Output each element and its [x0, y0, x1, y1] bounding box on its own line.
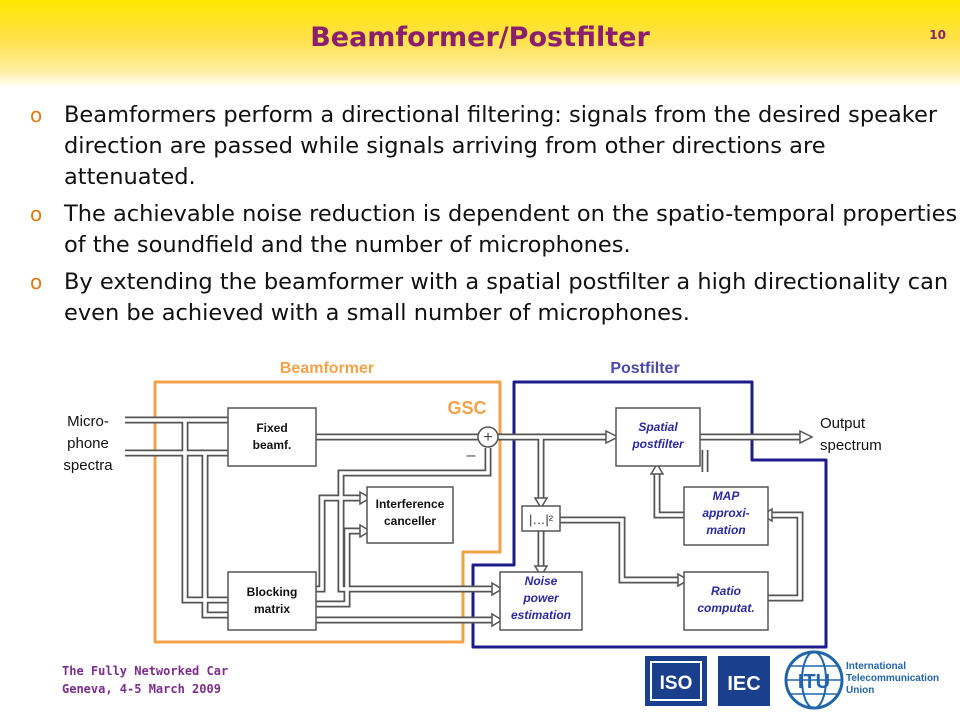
bullet-item: o The achievable noise reduction is depen…: [28, 199, 958, 261]
block-text: estimation: [511, 608, 571, 622]
postfilter-label: Postfilter: [610, 360, 679, 377]
footer-line: The Fully Networked Car: [62, 664, 229, 678]
gsc-label: GSC: [447, 398, 486, 418]
slide-title: Beamformer/Postfilter: [310, 22, 650, 53]
block-text: Noise: [525, 574, 558, 588]
bullet-marker: o: [30, 270, 43, 294]
block-text: computat.: [697, 601, 754, 615]
footer-line: Geneva, 4-5 March 2009: [62, 682, 221, 696]
bullet-marker: o: [30, 202, 43, 226]
block-text: Ratio: [711, 584, 741, 598]
bullet-item: o By extending the beamformer with a spat…: [28, 267, 958, 329]
output-label: spectrum: [820, 437, 882, 454]
summation-node: [477, 426, 499, 448]
sum-minus: –: [467, 447, 476, 464]
map-approximation-block: [683, 486, 769, 546]
postfilter-region: [471, 380, 828, 649]
block-text: Interference: [376, 497, 445, 511]
block-text: postfilter: [631, 437, 685, 451]
beamformer-region: [153, 380, 502, 644]
bullet-marker: o: [30, 103, 43, 127]
block-text: approxi-: [702, 506, 749, 520]
noise-power-estimation-block: [499, 571, 583, 631]
block-text: |…|²: [529, 512, 554, 527]
itu-logo-text: Telecommunication: [846, 673, 939, 684]
block-text: canceller: [384, 514, 436, 528]
bullet-text: By extending the beamformer with a spati…: [64, 269, 949, 326]
spatial-postfilter-block: [615, 407, 701, 467]
block-text: matrix: [254, 602, 290, 616]
block-text: Spatial: [638, 420, 678, 434]
itu-logo-text: International: [846, 661, 906, 672]
bullet-item: o Beamformers perform a directional filte…: [28, 100, 958, 193]
iso-logo-text: ISO: [660, 673, 693, 694]
sum-plus: +: [483, 429, 492, 446]
beamformer-label: Beamformer: [280, 360, 374, 377]
footer: The Fully Networked Car Geneva, 4-5 Marc…: [62, 662, 228, 698]
bullet-list: o Beamformers perform a directional filte…: [28, 100, 958, 335]
block-text: MAP: [713, 489, 741, 503]
bullet-text: Beamformers perform a directional filter…: [64, 102, 938, 190]
fixed-beamformer-block: [227, 407, 317, 467]
iso-logo: ISO: [645, 656, 707, 706]
input-label: phone: [67, 435, 109, 452]
block-text: mation: [706, 523, 745, 537]
block-text: Fixed: [256, 421, 287, 435]
blocking-matrix-block: [227, 571, 317, 631]
itu-logo-text: Union: [846, 685, 874, 696]
title-bar: [0, 0, 960, 88]
input-label: Micro-: [67, 413, 109, 430]
slide-number: 10: [929, 28, 946, 42]
itu-logo-text: ITU: [798, 671, 830, 693]
block-text: Blocking: [247, 585, 298, 599]
block-text: power: [522, 591, 560, 605]
iec-logo: IEC: [718, 656, 770, 706]
ratio-computation-block: [683, 571, 769, 631]
bullet-text: The achievable noise reduction is depend…: [64, 201, 958, 258]
input-label: spectra: [63, 457, 113, 474]
interference-canceller-block: [366, 486, 454, 544]
magnitude-square-block: [521, 505, 561, 532]
block-text: beamf.: [253, 438, 292, 452]
iec-logo-text: IEC: [727, 673, 760, 695]
output-label: Output: [820, 415, 866, 432]
